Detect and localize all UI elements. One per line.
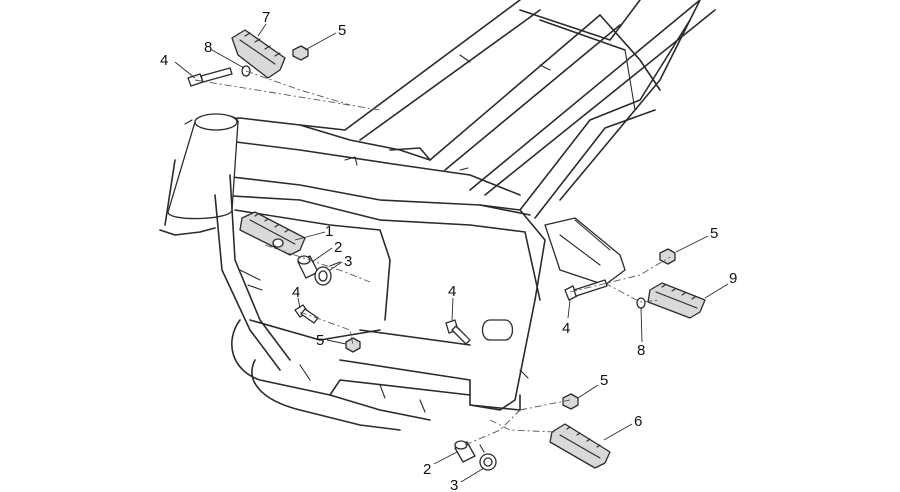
motorcycle-frame [159,0,716,431]
callout-5-left: 5 [316,332,324,349]
nut-part-5-right [659,248,676,265]
callout-1: 1 [325,223,333,240]
callout-4-left: 4 [292,284,300,301]
callout-4-right: 4 [562,320,570,337]
callout-4-upper: 4 [160,52,168,69]
callout-2-bottom: 2 [423,461,431,478]
nut-part-5-upper [292,45,309,61]
footpeg-part-9 [647,282,706,319]
callout-9: 9 [729,270,737,287]
assembly-centerlines [194,70,671,446]
callout-8-upper: 8 [204,39,212,56]
footpeg-part-6 [549,423,611,469]
spring-part-3-bottom [479,444,497,471]
bolt-part-4-center [445,319,471,345]
callout-5-bottom: 5 [600,372,608,389]
bolt-part-4-upper [187,67,233,87]
callout-3-left: 3 [344,253,352,270]
pin-part-2-bottom [454,440,476,463]
footpeg-part-1 [239,211,306,256]
callout-4-center: 4 [448,283,456,300]
footpeg-part-7 [231,29,286,79]
nut-part-5-bottom [562,393,579,410]
callout-labels: 1 2 3 4 4 4 4 5 5 5 5 6 7 8 8 9 2 3 [160,9,737,492]
callout-5-upper: 5 [338,22,346,39]
callout-7: 7 [262,9,270,26]
washer-part-8-right [636,297,646,309]
callout-3-bottom: 3 [450,477,458,492]
callout-2-left: 2 [334,239,342,256]
callout-5-right: 5 [710,225,718,242]
spring-part-3-left [314,261,341,286]
callout-6: 6 [634,413,642,430]
callout-8-right: 8 [637,342,645,359]
nut-part-5-left [345,337,361,353]
bolt-part-4-right [564,279,608,301]
callout-leaders [174,23,729,483]
